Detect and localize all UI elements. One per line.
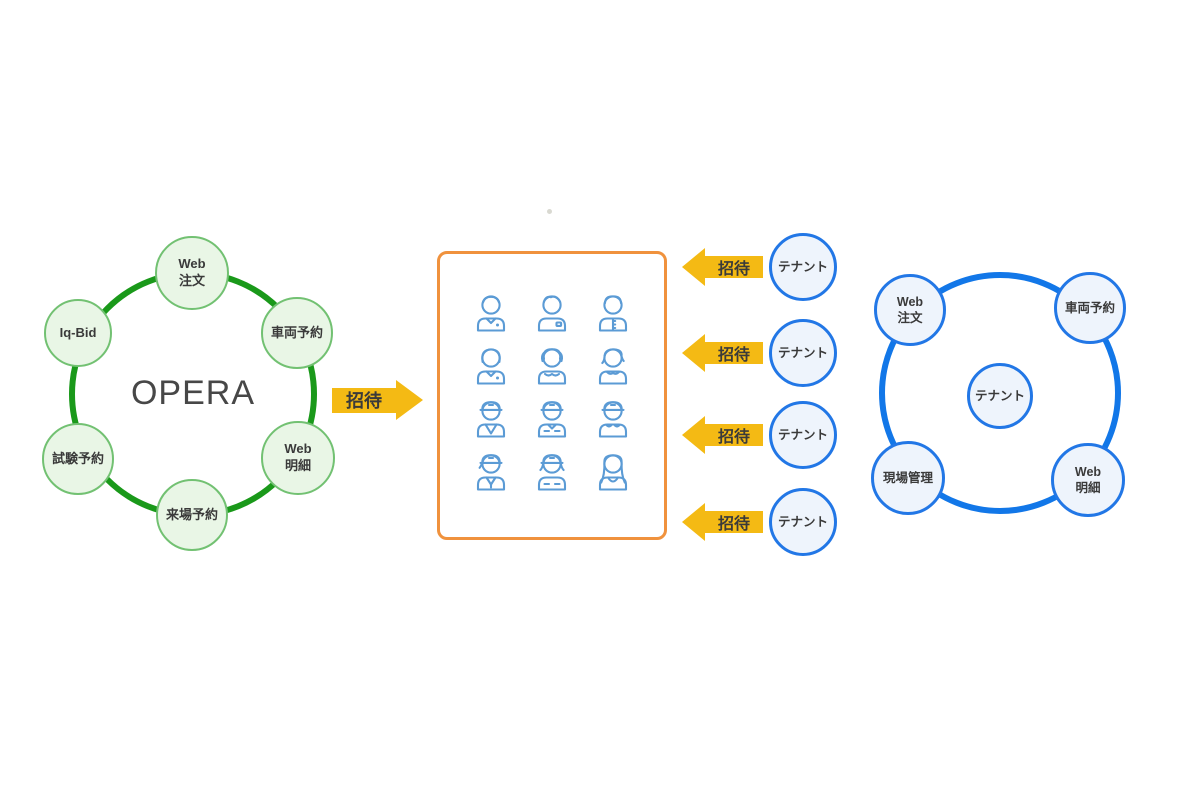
person-icon-worker-scarf (469, 449, 513, 493)
person-icon-female-long (591, 449, 635, 493)
tenant-system-center-label: テナント (974, 388, 1025, 403)
invite-arrow-2: 招待 (682, 334, 763, 372)
invite-arrow-main: 招待 (332, 380, 423, 420)
tenant-circle-2-label: テナント (777, 345, 828, 360)
opera-node-test-reservation-label: 試験予約 (51, 450, 104, 466)
invite-arrow-1-label: 招待 (705, 256, 763, 278)
opera-node-vehicle-reservation: 車両予約 (261, 297, 333, 369)
opera-node-iq-bid: Iq-Bid (44, 299, 112, 367)
opera-node-visit-reservation-label: 来場予約 (165, 506, 218, 522)
person-icon-worker-vneck (469, 396, 513, 440)
person-icon-worker-vest (530, 396, 574, 440)
opera-node-iq-bid-label: Iq-Bid (59, 324, 97, 340)
tenant-node-site-management-label: 現場管理 (882, 470, 933, 485)
opera-node-web-order-label: Web 注文 (178, 256, 206, 288)
tenant-system-center-circle: テナント (967, 363, 1033, 429)
invite-arrow-3-label: 招待 (705, 424, 763, 446)
tenant-node-web-detail-label: Web 明細 (1074, 464, 1102, 495)
arrow-left-icon (682, 416, 705, 454)
person-icon-male-casual (530, 290, 574, 334)
opera-node-visit-reservation: 来場予約 (156, 479, 228, 551)
arrow-left-icon (682, 503, 705, 541)
opera-node-web-order: Web 注文 (155, 236, 229, 310)
tenant-circle-1-label: テナント (777, 259, 828, 274)
tenant-circle-3: テナント (769, 401, 837, 469)
invite-arrow-3: 招待 (682, 416, 763, 454)
invite-arrow-4: 招待 (682, 503, 763, 541)
person-icon-female-short (591, 343, 635, 387)
person-icon-female-curly (530, 343, 574, 387)
arrow-right-icon (396, 380, 423, 420)
tenant-circle-2: テナント (769, 319, 837, 387)
tenant-system-ring (879, 272, 1121, 514)
artifact-dot (547, 209, 552, 214)
person-icon-male-office (469, 290, 513, 334)
tenant-circle-4: テナント (769, 488, 837, 556)
invite-arrow-main-label: 招待 (332, 387, 396, 413)
invite-arrow-2-label: 招待 (705, 342, 763, 364)
opera-node-web-detail-label: Web 明細 (284, 441, 312, 473)
person-icon-worker-light (591, 396, 635, 440)
tenant-node-site-management: 現場管理 (871, 441, 945, 515)
tenant-circle-4-label: テナント (777, 514, 828, 529)
invite-arrow-1: 招待 (682, 248, 763, 286)
tenant-circle-1: テナント (769, 233, 837, 301)
person-icon-worker-female (530, 449, 574, 493)
arrow-left-icon (682, 248, 705, 286)
tenant-circle-3-label: テナント (777, 427, 828, 442)
tenant-node-vehicle-reservation: 車両予約 (1054, 272, 1126, 344)
opera-title: OPERA (130, 374, 256, 412)
person-icon-male-shirt (591, 290, 635, 334)
tenant-node-web-detail: Web 明細 (1051, 443, 1125, 517)
members-box (437, 251, 667, 540)
tenant-node-vehicle-reservation-label: 車両予約 (1064, 300, 1115, 315)
opera-node-test-reservation: 試験予約 (42, 423, 114, 495)
members-grid (440, 254, 664, 537)
opera-node-web-detail: Web 明細 (261, 421, 335, 495)
tenant-node-web-order: Web 注文 (874, 274, 946, 346)
tenant-node-web-order-label: Web 注文 (896, 294, 924, 325)
arrow-left-icon (682, 334, 705, 372)
opera-node-vehicle-reservation-label: 車両予約 (270, 324, 323, 340)
invite-arrow-4-label: 招待 (705, 511, 763, 533)
person-icon-female-office (469, 343, 513, 387)
